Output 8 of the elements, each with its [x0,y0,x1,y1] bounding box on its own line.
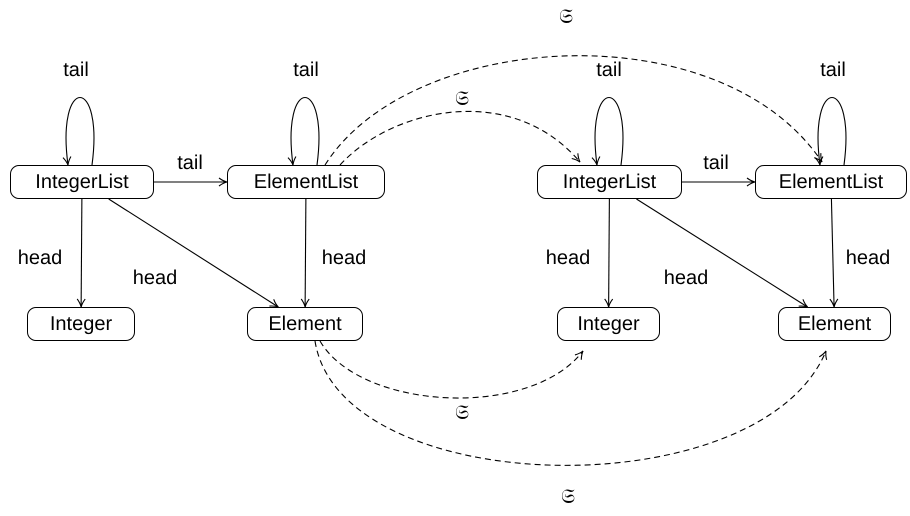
rounded-box: Integer [557,307,660,341]
rounded-box: IntegerList [10,165,154,199]
rounded-box: Element [247,307,363,341]
rounded-box: IntegerList [537,165,682,199]
rounded-box: ElementList [755,165,907,199]
rounded-box: Element [778,307,891,341]
rounded-box: Integer [27,307,135,341]
rounded-box: ElementList [227,165,385,199]
